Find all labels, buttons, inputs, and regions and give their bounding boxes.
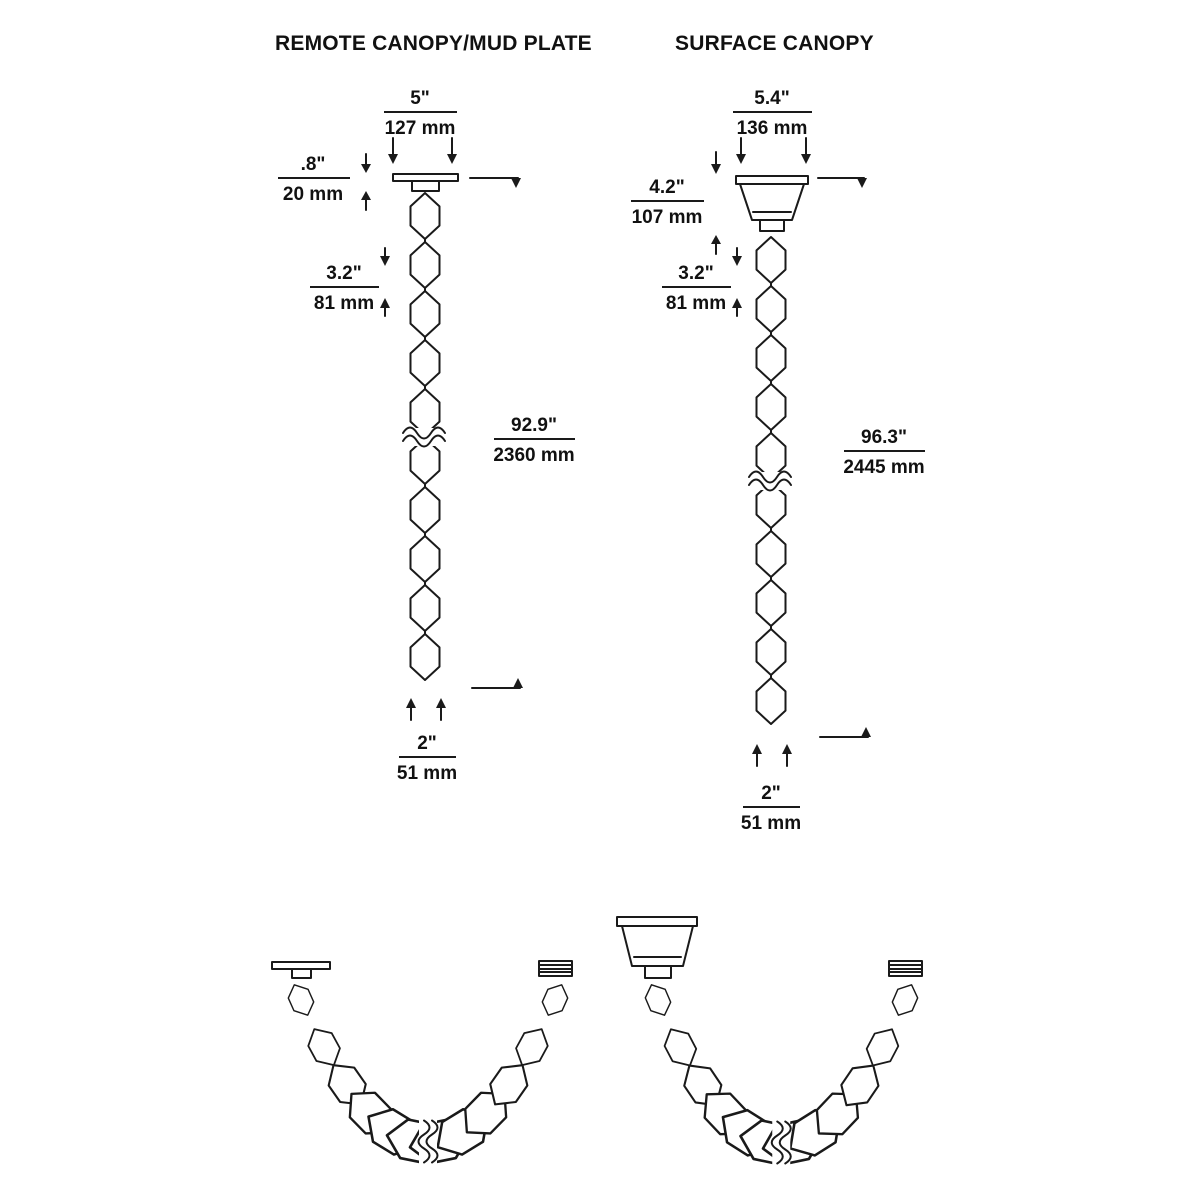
dim-mm-label: 20 mm <box>283 184 343 205</box>
dim-overall-length: 92.9" 2360 mm <box>469 177 575 689</box>
chain-link <box>307 1028 341 1066</box>
chain-link <box>755 334 787 382</box>
dim-mm-label: 51 mm <box>397 763 457 784</box>
dim-arrows <box>736 137 811 164</box>
dim-in-label: 2" <box>417 733 437 754</box>
dim-arrows <box>388 137 457 164</box>
dim-plate-thickness: .8" 20 mm <box>278 153 371 211</box>
right-dimensions: 5.4" 136 mm 4.2" 107 mm <box>631 88 925 834</box>
dim-mm-label: 51 mm <box>741 813 801 834</box>
dim-mm-label: 2360 mm <box>493 445 574 466</box>
canopy-top-plate <box>616 916 698 927</box>
dim-canopy-width: 5.4" 136 mm <box>733 88 812 164</box>
right-chain <box>746 236 796 725</box>
dim-mm-label: 136 mm <box>737 118 808 139</box>
length-break-symbol <box>417 1117 439 1168</box>
chain-link <box>409 486 441 534</box>
chain-link <box>287 984 315 1016</box>
dim-link-length: 3.2" 81 mm <box>662 247 742 317</box>
swag-surface-canopy <box>616 916 698 979</box>
dim-mm-label: 81 mm <box>314 293 374 314</box>
swag-view-right <box>616 916 923 1169</box>
chain-link <box>865 1028 900 1067</box>
chain-link <box>541 984 569 1016</box>
dim-arrows <box>380 247 390 317</box>
chain-link <box>515 1028 549 1066</box>
swag-chain-left <box>287 984 569 1168</box>
left-diagram-title: REMOTE CANOPY/MUD PLATE <box>275 32 592 55</box>
chain-link <box>663 1028 698 1067</box>
dim-arrows <box>361 153 371 211</box>
dim-in-label: 3.2" <box>326 263 361 284</box>
dim-mm-label: 107 mm <box>632 207 703 228</box>
dim-in-label: 4.2" <box>649 177 684 198</box>
right-diagram: SURFACE CANOPY 5.4" 136 mm <box>631 32 925 834</box>
dim-mm-label: 2445 mm <box>843 457 924 478</box>
chain-link <box>409 584 441 632</box>
dim-in-label: .8" <box>301 154 326 175</box>
dim-in-label: 92.9" <box>511 415 557 436</box>
dim-arrows <box>752 744 792 767</box>
chain-link <box>409 241 441 289</box>
dim-mm-label: 127 mm <box>385 118 456 139</box>
mud-plate-plate <box>392 173 459 182</box>
dim-link-length: 3.2" 81 mm <box>310 247 390 317</box>
dim-overall-length: 96.3" 2445 mm <box>817 177 925 738</box>
dim-arrows <box>711 151 721 255</box>
dim-canopy-width: 5" 127 mm <box>384 88 457 164</box>
chain-link <box>755 236 787 284</box>
dim-in-label: 96.3" <box>861 427 907 448</box>
chain-link <box>409 290 441 338</box>
mud-plate-stem <box>411 180 440 192</box>
canopy-body <box>739 183 805 221</box>
dim-in-label: 5" <box>410 88 430 109</box>
chain-link <box>755 383 787 431</box>
mud-plate-plate <box>271 961 331 970</box>
chain-link <box>409 339 441 387</box>
canopy-top-plate <box>735 175 809 185</box>
swag-view-left <box>271 960 573 1168</box>
chain-link <box>755 285 787 333</box>
right-diagram-title: SURFACE CANOPY <box>675 32 874 55</box>
chain-link <box>755 677 787 725</box>
canopy-neck <box>644 965 672 979</box>
canopy-neck <box>759 219 785 232</box>
chain-link <box>409 633 441 681</box>
chain-link <box>644 984 672 1016</box>
chain-link <box>755 579 787 627</box>
mud-plate <box>392 173 459 192</box>
surface-canopy <box>735 175 809 232</box>
dim-mm-label: 81 mm <box>666 293 726 314</box>
mud-plate-stem <box>291 968 312 979</box>
dim-link-width: 2" 51 mm <box>741 744 801 834</box>
left-chain <box>400 192 450 681</box>
swag-chain-right <box>644 984 919 1169</box>
length-break-symbol <box>400 426 450 448</box>
dim-arrows <box>732 247 742 317</box>
chain-link <box>755 530 787 578</box>
chain-link <box>891 984 919 1016</box>
dim-in-label: 5.4" <box>754 88 789 109</box>
length-break-symbol <box>770 1118 792 1169</box>
dim-canopy-height: 4.2" 107 mm <box>631 151 721 255</box>
length-break-symbol <box>746 470 796 492</box>
left-diagram: REMOTE CANOPY/MUD PLATE 5" 127 mm <box>275 32 592 784</box>
dim-in-label: 3.2" <box>678 263 713 284</box>
left-dimensions: 5" 127 mm .8" 20 mm <box>278 88 575 784</box>
swag-mud-plate <box>271 961 331 979</box>
dim-in-label: 2" <box>761 783 781 804</box>
swag-end-mount <box>888 960 923 977</box>
dim-link-width: 2" 51 mm <box>397 698 457 784</box>
canopy-body <box>621 925 694 967</box>
chain-link <box>755 628 787 676</box>
swag-end-mount <box>538 960 573 977</box>
chain-link <box>409 535 441 583</box>
dim-arrows <box>406 698 446 721</box>
chain-link <box>409 192 441 240</box>
